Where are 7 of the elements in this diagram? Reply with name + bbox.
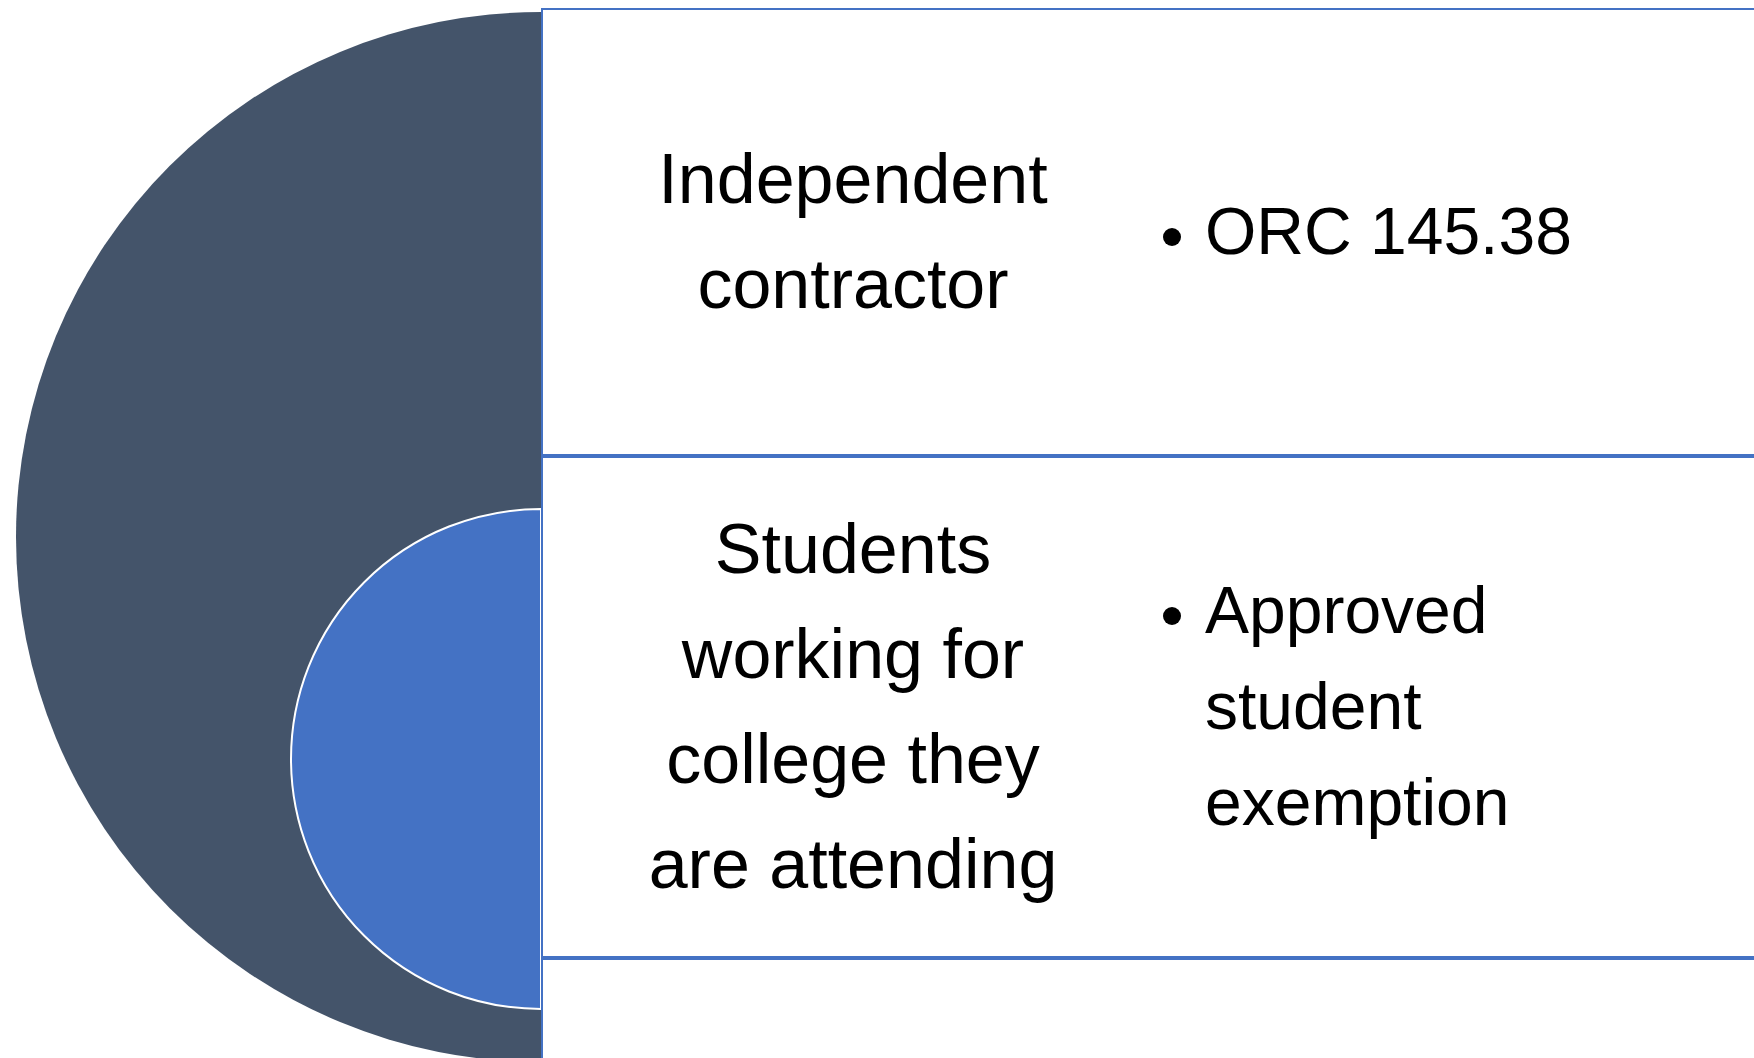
bullet-text: ORC 145.38 — [1205, 193, 1572, 271]
row-box — [541, 456, 1754, 958]
row-box — [541, 8, 1754, 456]
row-heading: Students working for college they are attending — [647, 509, 1059, 905]
row-heading: Independent contractor — [657, 139, 1049, 325]
bullet-text: Approved student exemption — [1205, 572, 1511, 841]
row-box — [541, 958, 1754, 1058]
